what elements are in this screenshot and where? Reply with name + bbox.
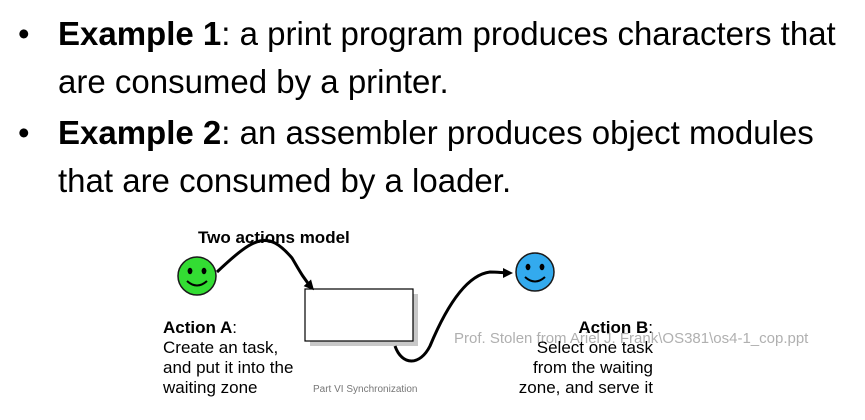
action-b-line: Select one task (536, 338, 653, 357)
bullet-item: • Example 2: an assembler produces objec… (18, 109, 858, 205)
action-b-heading: Action B: (578, 318, 653, 337)
bullet-lead: Example 1 (58, 15, 222, 52)
smiley-b-icon (515, 252, 555, 292)
bullet-item: • Example 1: a print program produces ch… (18, 10, 858, 106)
action-b-description: Action B: Select one task from the waiti… (423, 318, 653, 398)
source-path-label: Prof. Stolen from Ariel J. Frank\OS381\o… (454, 330, 809, 347)
bullet-text: : an assembler produces object modules t… (58, 114, 814, 199)
action-a-heading: Action A: (163, 318, 237, 337)
action-b-line: zone, and serve it (518, 378, 653, 397)
arrow-zone-to-b (393, 267, 513, 363)
action-a-description: Action A: Create an task, and put it int… (163, 318, 293, 398)
action-a-line: and put it into the (163, 358, 294, 377)
diagram-title: Two actions model (198, 228, 350, 247)
smiley-b-face (515, 252, 555, 292)
bullet-marker: • (18, 114, 30, 151)
smiley-a-icon (177, 256, 217, 296)
waiting-zone-box (304, 288, 414, 342)
bullet-marker: • (18, 15, 30, 52)
arrow-a-to-zone (215, 239, 315, 291)
action-a-line: waiting zone (163, 378, 258, 397)
action-a-line: Create an task, (163, 338, 279, 357)
smiley-a-face (177, 256, 217, 296)
footer-label: Part VI Synchronization (313, 384, 418, 395)
bullet-lead: Example 2 (58, 114, 222, 151)
bullet-text: : a print program produces characters th… (58, 15, 836, 100)
action-b-line: from the waiting (533, 358, 653, 377)
